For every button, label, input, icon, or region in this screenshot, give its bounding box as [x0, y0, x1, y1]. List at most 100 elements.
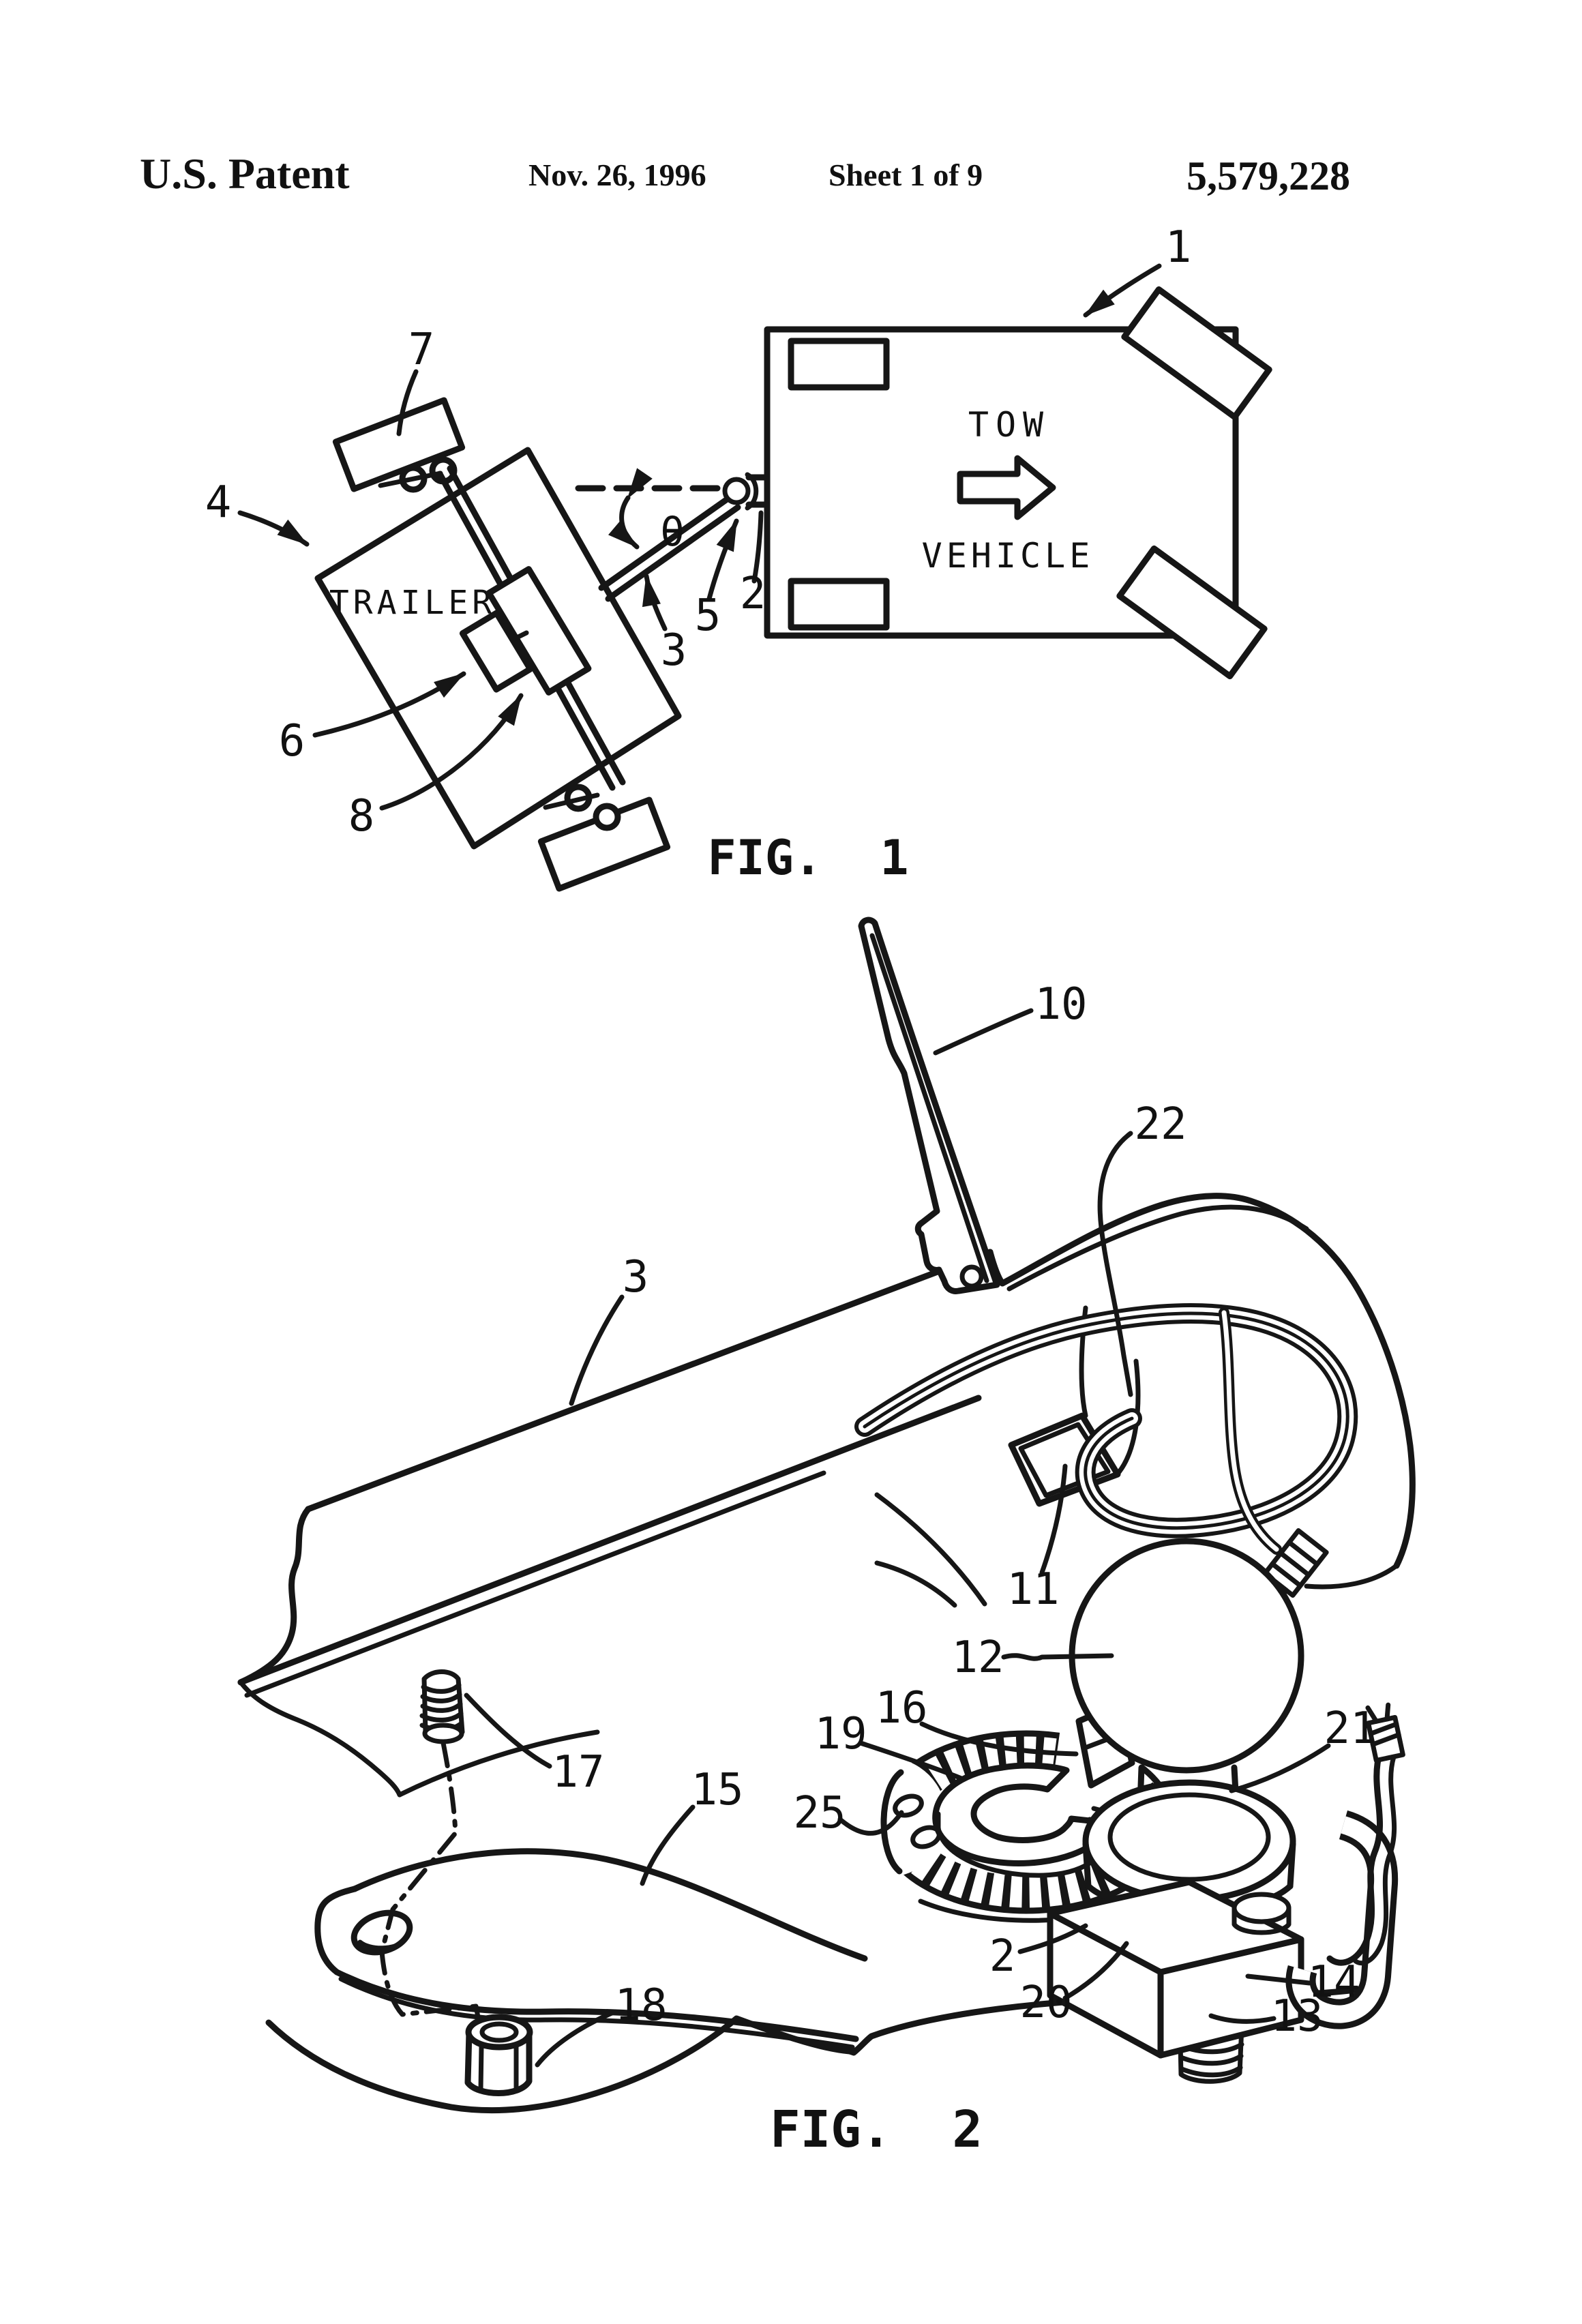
vehicle-wheel-front-right — [1116, 545, 1268, 680]
disc-rim-left — [880, 1769, 904, 1875]
leader-19 — [858, 1740, 964, 1781]
fig2-ref-14: 14 — [1307, 1957, 1360, 2008]
fastener-centerline — [379, 1740, 487, 2053]
header: U.S. Patent Nov. 26, 1996 Sheet 1 of 9 5… — [140, 149, 1350, 198]
mounting-block — [1047, 1879, 1304, 2059]
leader-8 — [379, 693, 524, 811]
frame-top-edge — [305, 1249, 994, 1513]
vehicle-wheel-front-left — [1121, 286, 1272, 421]
leader-17 — [464, 1693, 552, 1769]
wire-drop-fill — [1221, 1310, 1279, 1552]
leader-11 — [1039, 1463, 1068, 1575]
disc-hole — [893, 1793, 924, 1818]
fig2-ref-11: 11 — [1006, 1564, 1059, 1615]
leader-14 — [1245, 1973, 1312, 1986]
suspension-link — [543, 792, 600, 810]
suspension-pivot — [593, 803, 621, 831]
leader-21 — [1229, 1743, 1331, 1793]
fig2-ref-16: 16 — [875, 1683, 927, 1733]
torn-flap-edge — [238, 1680, 402, 1798]
leader-16 — [919, 1721, 1079, 1757]
threaded-stud — [419, 1669, 465, 1744]
suspension-link — [378, 471, 443, 488]
leader-10 — [933, 1008, 1034, 1056]
angle-arc-arrow — [608, 468, 653, 550]
hitch-ball-top-view — [722, 477, 751, 505]
fig1-ref-7: 7 — [408, 325, 435, 375]
head-underside-contour — [874, 1492, 987, 1607]
vehicle-label: VEHICLE — [922, 536, 1094, 576]
head-underside-contour-2 — [874, 1560, 957, 1608]
fig1-ref-2: 2 — [740, 569, 766, 619]
collar-c-ring — [932, 1762, 1112, 1866]
header-date: Nov. 26, 1996 — [528, 158, 706, 192]
fig1-ref-1: 1 — [1165, 222, 1192, 273]
theta-symbol: θ — [660, 508, 685, 556]
frame-break-edge — [237, 1506, 312, 1686]
vehicle-wheel-rear-right — [788, 578, 890, 631]
arm-end-cap — [314, 1886, 358, 1976]
fig2-ref-12: 12 — [951, 1633, 1004, 1683]
fig2-ref-21: 21 — [1324, 1703, 1376, 1754]
fig1-caption: FIG. 1 — [707, 830, 908, 886]
leader-3 — [642, 573, 668, 631]
frame-bottom-edge-2 — [244, 1470, 826, 1698]
leader-12 — [1001, 1653, 1114, 1661]
leader-4 — [237, 510, 310, 547]
frame-bottom-edge — [237, 1395, 982, 1686]
base-side-walls — [1082, 1841, 1296, 1890]
arm-thickness-line — [338, 1976, 855, 2050]
vehicle-wheel-rear-left — [788, 338, 890, 391]
tow-bar — [598, 493, 741, 602]
fig2-ref-17: 17 — [552, 1747, 604, 1798]
sensor-link — [510, 630, 529, 642]
fig1-ref-4: 4 — [205, 477, 232, 528]
torn-flap-bottom — [397, 1729, 600, 1798]
header-patent-number: 5,579,228 — [1186, 153, 1350, 198]
wire-harness-centerline — [863, 1311, 1349, 1530]
fig2-ref-2: 2 — [989, 1931, 1016, 1982]
leader-2 — [1017, 1923, 1088, 1954]
coupler-socket — [745, 472, 759, 511]
trailer-label: TRAILER — [329, 584, 496, 622]
arm-bottom-edge — [333, 1969, 859, 2042]
fig1-ref-5: 5 — [695, 591, 721, 641]
leader-3 — [569, 1294, 625, 1406]
leader-15 — [640, 1804, 696, 1886]
head-lower-right-contour — [1304, 1563, 1399, 1590]
u-bracket — [1285, 1810, 1399, 2029]
lock-nut — [464, 2014, 533, 2096]
fig2-caption: FIG. 2 — [770, 2100, 983, 2159]
leader-1 — [1083, 263, 1162, 318]
header-title: U.S. Patent — [140, 149, 350, 198]
bolt-head — [1232, 1892, 1292, 1935]
hitch-head-inner-line — [1006, 1204, 1309, 1292]
socket-slot-inner — [1018, 1422, 1111, 1498]
fig1-ref-3: 3 — [661, 625, 687, 676]
pigtail-wires — [1326, 1702, 1405, 1966]
fig2-ref-13: 13 — [1270, 1991, 1323, 2042]
fig2-ref-10: 10 — [1034, 979, 1087, 1030]
lever-blade-inner-edge — [869, 933, 989, 1283]
arm-top-edge — [351, 1848, 868, 1962]
fig2-ref-18: 18 — [614, 1980, 667, 2031]
leader-7 — [396, 369, 419, 436]
leader-13 — [1208, 2013, 1277, 2024]
fig2-ref-25: 25 — [793, 1788, 846, 1838]
header-sheet: Sheet 1 of 9 — [829, 158, 983, 192]
leader-20 — [1062, 1941, 1129, 2001]
leader-18 — [535, 2009, 618, 2068]
tow-label: TOW — [968, 405, 1050, 445]
direction-arrow-icon — [957, 455, 1056, 520]
wire-harness-loop — [854, 1303, 1358, 1538]
fig2-ref-15: 15 — [691, 1765, 743, 1815]
fig2-ref-3: 3 — [623, 1252, 649, 1302]
hitch-head-outline — [987, 1193, 1416, 1569]
fig2-ref-22: 22 — [1134, 1099, 1186, 1150]
fig2-ref-19: 19 — [814, 1709, 867, 1759]
fig1-ref-8: 8 — [348, 791, 375, 841]
fig2-ref-20: 20 — [1019, 1978, 1072, 2028]
leader-25 — [837, 1810, 904, 1836]
leader-2 — [751, 510, 764, 584]
